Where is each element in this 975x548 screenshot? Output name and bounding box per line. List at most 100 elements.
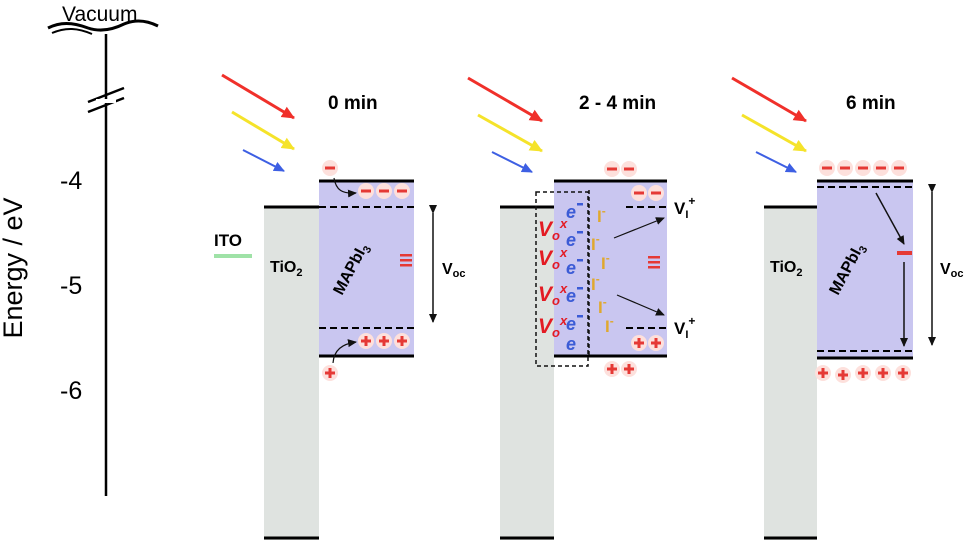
- vacuum-label: Vacuum: [62, 3, 137, 26]
- svg-text:e: e: [566, 314, 576, 334]
- perovskite-band: [817, 181, 913, 358]
- electron-charge: [322, 160, 338, 176]
- electron-charge: [358, 183, 374, 199]
- light-arrow-yellow: [477, 113, 543, 153]
- hole-charge: [621, 361, 637, 377]
- light-arrow-blue: [491, 151, 533, 173]
- light-arrow-red: [467, 76, 543, 123]
- time-label: 2 - 4 min: [579, 93, 656, 114]
- svg-text:VI+: VI+: [674, 314, 695, 341]
- voc-label: Voc: [442, 261, 466, 280]
- perovskite-band: [319, 181, 414, 356]
- axis-break: [87, 86, 125, 104]
- hole-charge: [394, 333, 410, 349]
- svg-text:e: e: [566, 286, 576, 306]
- tio2-band: [264, 207, 319, 540]
- oxygen-vacancy: Vox: [538, 313, 568, 340]
- svg-text:I-: I-: [591, 232, 600, 254]
- hole-charge: [604, 361, 620, 377]
- svg-text:Vox: Vox: [538, 313, 568, 340]
- ion-migration-arrow: [613, 217, 665, 239]
- trapped-electron: e: [566, 230, 583, 250]
- minus-symbol: [897, 251, 912, 255]
- hole-charge: [322, 365, 338, 381]
- axis-tick-label: -5: [60, 272, 82, 300]
- trapped-electron: e: [566, 314, 583, 334]
- svg-text:I-: I-: [605, 314, 614, 336]
- iodine-vacancy-label: VI+: [674, 314, 695, 341]
- interface-region-box: [535, 191, 589, 367]
- hole-charge: [815, 365, 831, 381]
- light-arrow-yellow: [231, 110, 295, 151]
- electron-charge: [604, 161, 620, 177]
- equilibrium-symbol: [400, 254, 412, 267]
- voc-label: Voc: [940, 261, 964, 280]
- tio2-band: [500, 207, 554, 540]
- iodine-vacancy-label: VI+: [674, 194, 695, 221]
- svg-text:I-: I-: [591, 272, 600, 294]
- light-arrow-blue: [242, 149, 285, 172]
- svg-text:VI+: VI+: [674, 194, 695, 221]
- time-label: 0 min: [328, 93, 378, 114]
- light-arrow-blue: [755, 151, 797, 173]
- light-arrow-red: [221, 73, 295, 120]
- ion-migration-arrow: [616, 294, 665, 316]
- oxygen-vacancy: Vox: [538, 245, 568, 272]
- hole-transfer-arrow: [332, 339, 357, 364]
- electron-transfer-arrow: [333, 177, 357, 198]
- hole-charge: [855, 365, 871, 381]
- tio2-band: [764, 207, 817, 540]
- iodide-ion: I-: [601, 251, 610, 273]
- tio2-label: TiO2: [770, 259, 803, 279]
- axis-tick-label: -6: [60, 377, 82, 405]
- hole-charge: [358, 333, 374, 349]
- svg-text:e: e: [566, 230, 576, 250]
- electron-charge: [873, 160, 889, 176]
- electron-charge: [891, 160, 907, 176]
- svg-text:Vox: Vox: [538, 216, 568, 243]
- svg-text:e: e: [566, 334, 576, 354]
- electron-charge: [648, 185, 664, 201]
- tio2-label: TiO2: [270, 259, 303, 279]
- panel-6-min: 6 min TiO2 MAPbI3 Voc: [731, 76, 964, 540]
- electron-charge: [631, 185, 647, 201]
- electron-charge: [819, 160, 835, 176]
- panel-0-min: 0 min TiO2 MAPbI3 Voc: [221, 73, 466, 540]
- energy-axis: Vacuum -4 -5 -6 Energy / eV: [0, 3, 159, 496]
- hole-charge: [376, 333, 392, 349]
- electron-charge: [394, 183, 410, 199]
- hole-charge: [835, 367, 851, 383]
- iodide-ion: I-: [591, 232, 600, 254]
- hole-charge: [648, 335, 664, 351]
- trapped-electron: e: [566, 258, 583, 278]
- trapped-electron: e: [566, 334, 576, 354]
- oxygen-vacancy: Vox: [538, 281, 568, 308]
- iodide-ion: I-: [605, 314, 614, 336]
- axis-tick-label: -4: [60, 167, 82, 195]
- svg-text:I-: I-: [601, 251, 610, 273]
- axis-title: Energy / eV: [0, 197, 28, 338]
- light-arrow-yellow: [741, 113, 807, 153]
- electron-charge: [376, 183, 392, 199]
- svg-text:Vox: Vox: [538, 281, 568, 308]
- svg-text:e: e: [566, 258, 576, 278]
- drift-arrow: [875, 192, 905, 245]
- electron-charge: [621, 161, 637, 177]
- hole-charge: [895, 365, 911, 381]
- electron-charge: [855, 160, 871, 176]
- electron-charge: [837, 160, 853, 176]
- equilibrium-symbol: [648, 256, 660, 269]
- hole-charge: [875, 365, 891, 381]
- svg-text:I-: I-: [597, 204, 606, 226]
- hole-charge: [631, 335, 647, 351]
- iodide-ion: I-: [591, 272, 600, 294]
- oxygen-vacancy: Vox: [538, 216, 568, 243]
- ito-label: ITO: [214, 231, 242, 250]
- svg-text:e: e: [566, 202, 576, 222]
- iodide-ion: I-: [598, 295, 607, 317]
- trapped-electron: e: [566, 286, 583, 306]
- trapped-electron: e: [566, 202, 583, 222]
- svg-text:I-: I-: [598, 295, 607, 317]
